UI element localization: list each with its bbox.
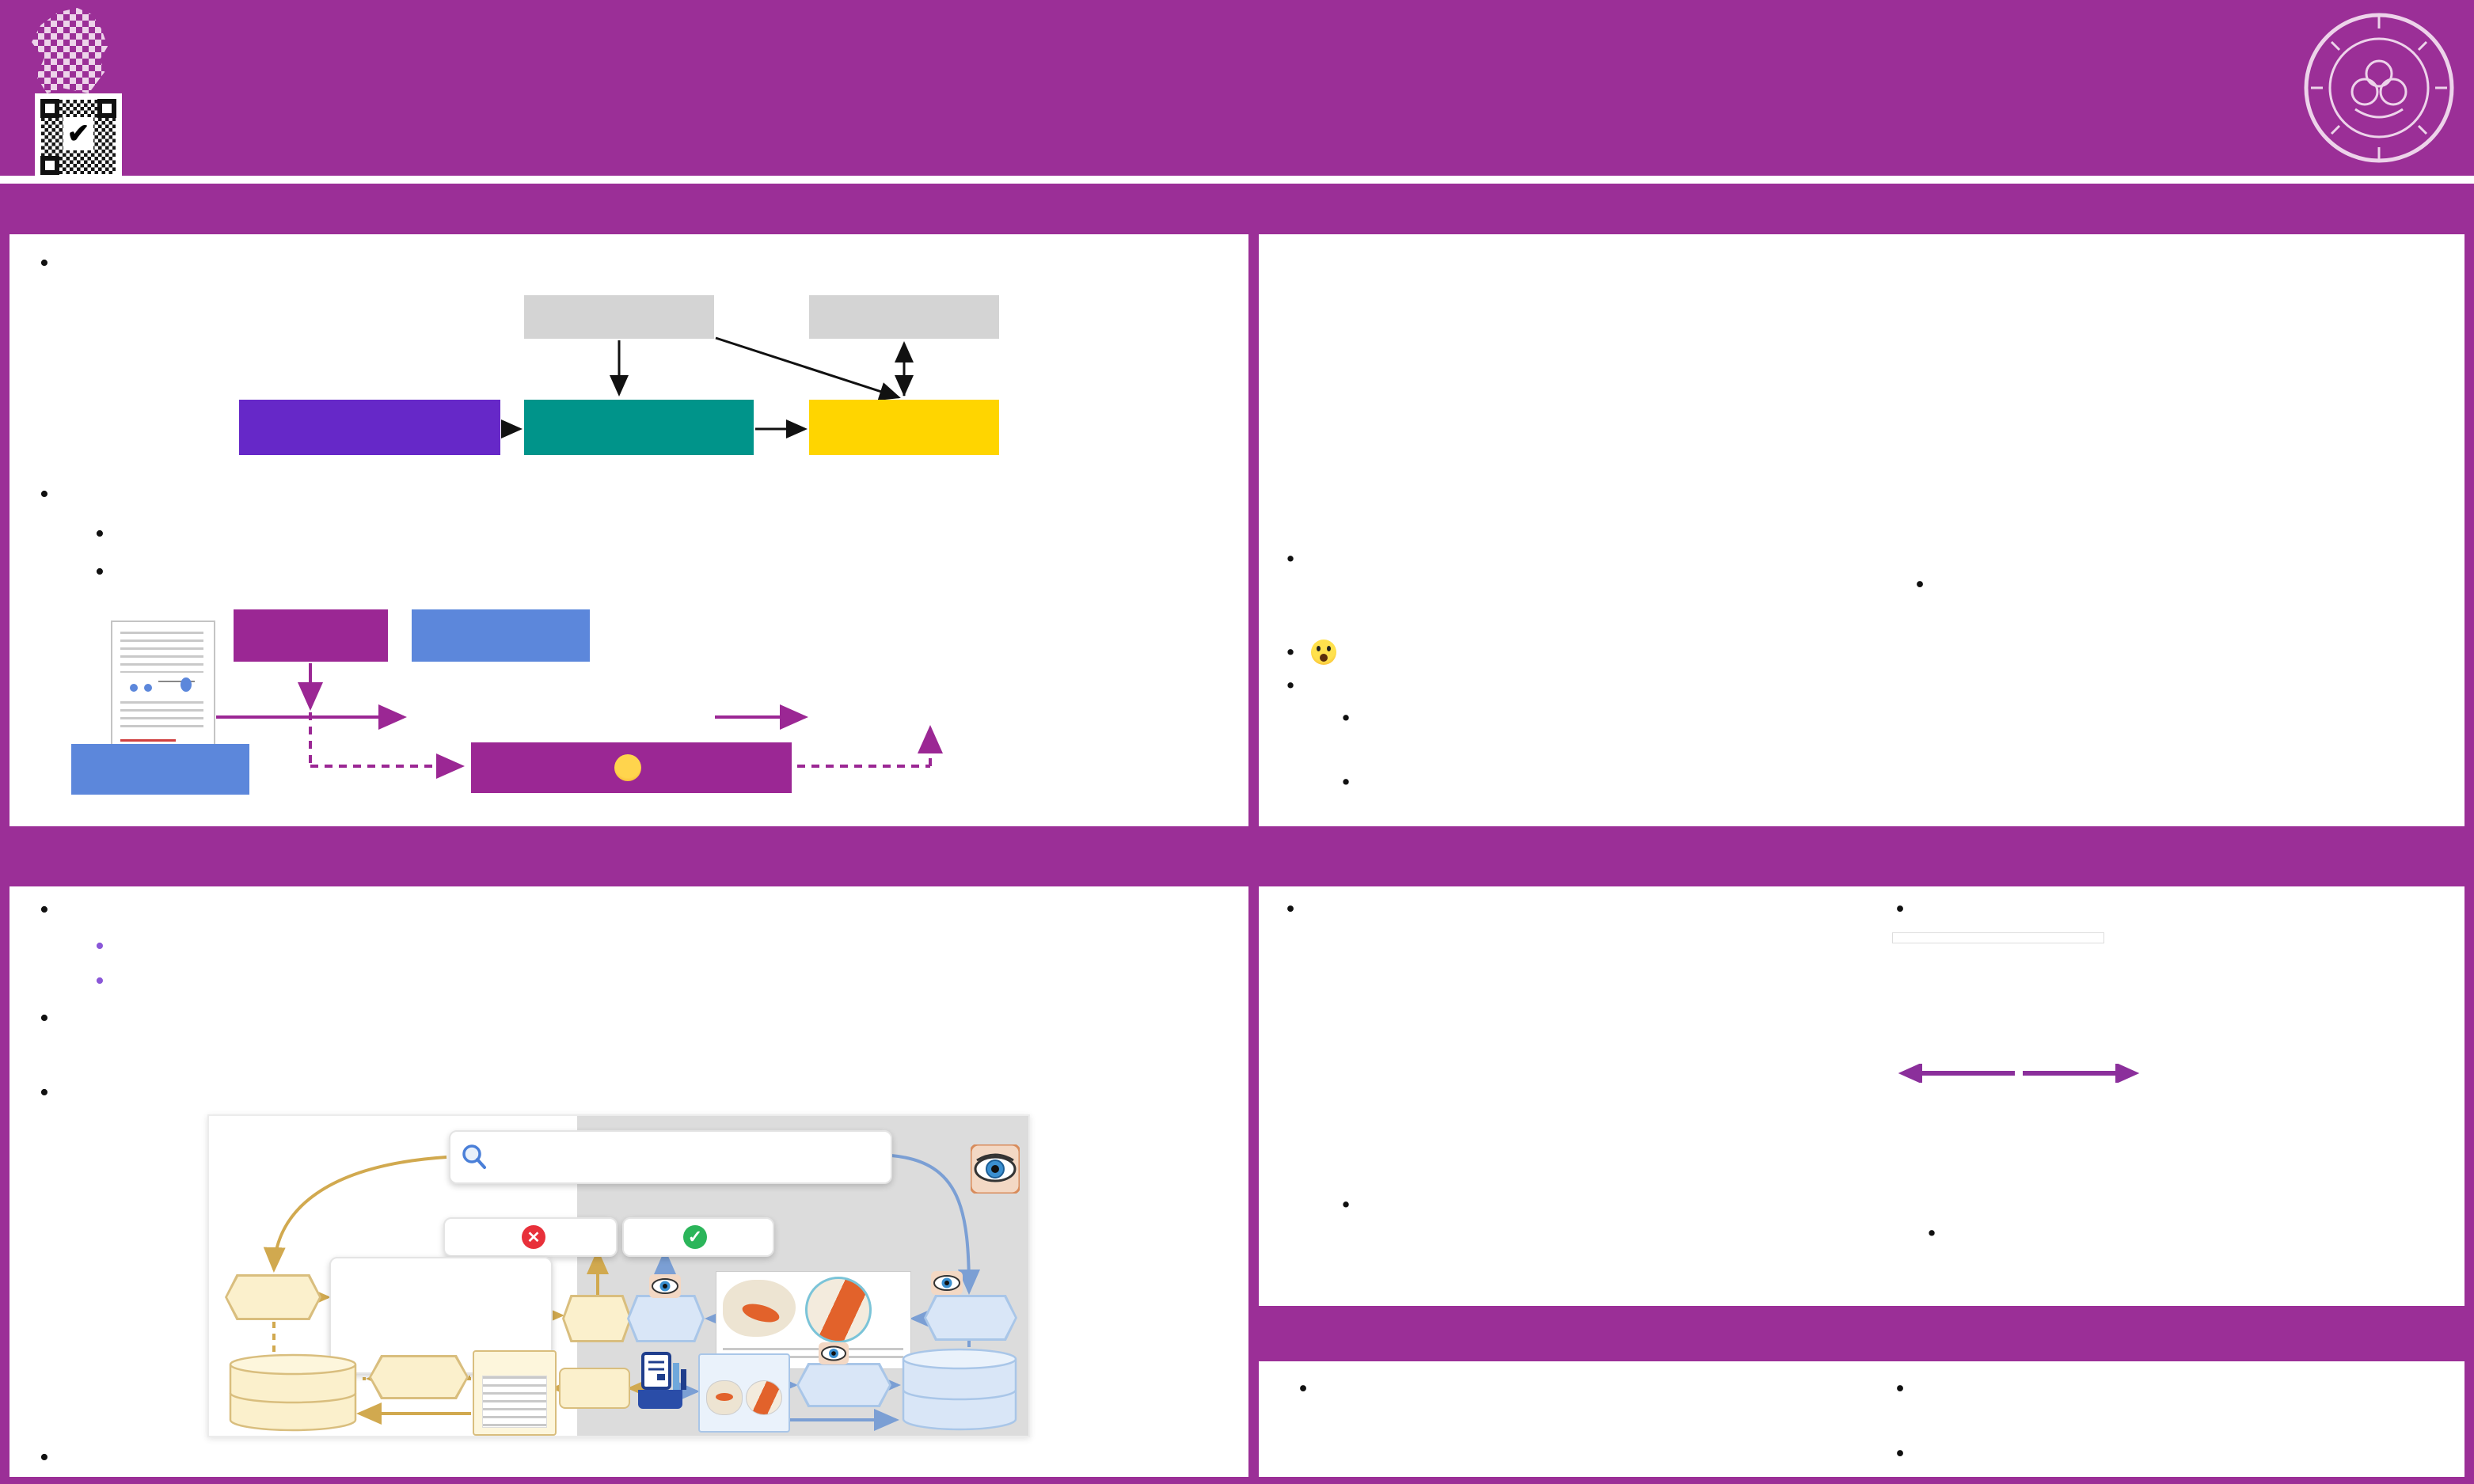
visrag-gen-node <box>627 1295 705 1342</box>
perf-bullet-1: • <box>1286 545 1295 572</box>
perf-bullet-2: • <box>1275 636 1900 668</box>
visrag-ret2-eye-icon <box>819 1342 849 1364</box>
green-check-icon: ✓ <box>683 1225 707 1249</box>
analysis-bullet-3: • <box>1895 895 1905 924</box>
method-bullet-2: • <box>40 1004 49 1033</box>
section-background-body: • <box>10 234 1248 826</box>
magnifier-icon <box>462 1144 486 1169</box>
visrag-logo-eye <box>971 1144 1020 1194</box>
sankey-visrag <box>2177 302 2462 500</box>
information-loss-box <box>471 742 792 793</box>
method-data-bullet: • <box>40 1443 49 1472</box>
right-arrow-icon <box>2023 1064 2140 1083</box>
tsinghua-seal <box>2304 13 2454 163</box>
header-divider <box>0 176 2474 184</box>
parse-box <box>559 1368 630 1409</box>
retrieved-page-image <box>716 1271 911 1369</box>
visrag-ret-node-top <box>924 1295 1017 1341</box>
sankey-textrag <box>1888 302 2173 500</box>
bg-bullet-1: • <box>40 249 49 278</box>
conclusion-bullet-3: • <box>1895 1440 1905 1468</box>
rag-retriever-box <box>524 400 754 455</box>
textrag-ret-node-1 <box>225 1274 321 1320</box>
visrag-gen-eye-icon <box>649 1274 681 1298</box>
text-database-cylinder <box>226 1353 359 1433</box>
perf-bullet-3b: • <box>1341 768 1351 795</box>
document-box <box>71 744 249 795</box>
conclusion-bullet-2: • <box>1895 1375 1905 1403</box>
bg-bullet-2: • <box>40 480 49 509</box>
section-performance-header <box>1259 184 2464 234</box>
section-background-header <box>10 184 1248 234</box>
bg-sub-bullet-1: • <box>95 519 105 548</box>
header: ✔ <box>0 0 2474 180</box>
method-bullet-3: • <box>40 1078 49 1107</box>
iclr-face-icon <box>32 8 108 93</box>
parsing-diagram <box>67 608 1223 815</box>
mrr-chart <box>1265 258 1906 543</box>
left-arrow-icon <box>1898 1064 2015 1083</box>
rag-answer-box <box>809 295 999 339</box>
perf-bullet-3: • <box>1286 671 1295 699</box>
analysis-bullet-2: • <box>1341 1190 1351 1218</box>
bg-sub-bullet-2: • <box>95 557 105 586</box>
parsing-box <box>234 609 388 662</box>
image-database-cylinder <box>899 1347 1020 1433</box>
cascade-bullet: • <box>1915 571 1925 599</box>
rag-generator-box <box>809 400 999 455</box>
method-bullet-1: • <box>40 895 49 924</box>
conclusion-bullet-1: • <box>1298 1375 1308 1403</box>
method-bullet-1a: • <box>95 932 105 961</box>
section-analysis-header <box>1259 836 2464 886</box>
emphasis-arrow-row <box>1888 1064 2454 1083</box>
query-question-box <box>449 1130 892 1184</box>
analysis-bullet-4: • <box>1927 1219 1936 1247</box>
section-analysis-body: • • • • <box>1259 886 2464 1306</box>
scream-emoji <box>1311 640 1336 665</box>
documents-icon <box>638 1352 686 1409</box>
red-x-icon: ✕ <box>522 1225 545 1249</box>
qr-code: ✔ <box>35 93 122 180</box>
section-method-body: • • • • • <box>10 886 1248 1477</box>
analysis-bullet-1: • <box>1286 895 1295 924</box>
avg-performance-chart <box>2193 533 2462 823</box>
textrag-ret-node-2 <box>369 1355 469 1399</box>
section-performance-body: • • • • • • <box>1259 234 2464 826</box>
page-text-box <box>473 1350 557 1436</box>
qr-check-icon: ✔ <box>63 117 93 150</box>
decreasing-box: ✓ <box>622 1217 774 1257</box>
method-pipeline-diagram: ✕ ✓ <box>207 1114 1030 1437</box>
textrag-gen-node <box>562 1295 632 1342</box>
perf-bullet-3a: • <box>1341 704 1351 731</box>
no-related-info-box: ✕ <box>443 1217 618 1257</box>
text-snippets-box <box>412 609 590 662</box>
section-conclusion-header <box>1259 1311 2464 1361</box>
subsets-legend <box>1892 932 2104 943</box>
section-method-header <box>10 836 1248 886</box>
visrag-ret-node-bottom <box>796 1363 891 1407</box>
page-image-box <box>698 1353 790 1433</box>
rag-knowledge-base-box <box>239 400 500 455</box>
affiliations-line <box>238 116 2264 150</box>
sad-face-icon <box>614 754 641 781</box>
method-bullet-1b: • <box>95 966 105 996</box>
training-efficiency-chart <box>1290 918 1860 1186</box>
rag-pipeline-diagram <box>235 293 1007 465</box>
rag-query-box <box>524 295 714 339</box>
section-conclusion-body: • • • <box>1259 1361 2464 1477</box>
visrag-ret-eye-icon <box>931 1271 963 1295</box>
